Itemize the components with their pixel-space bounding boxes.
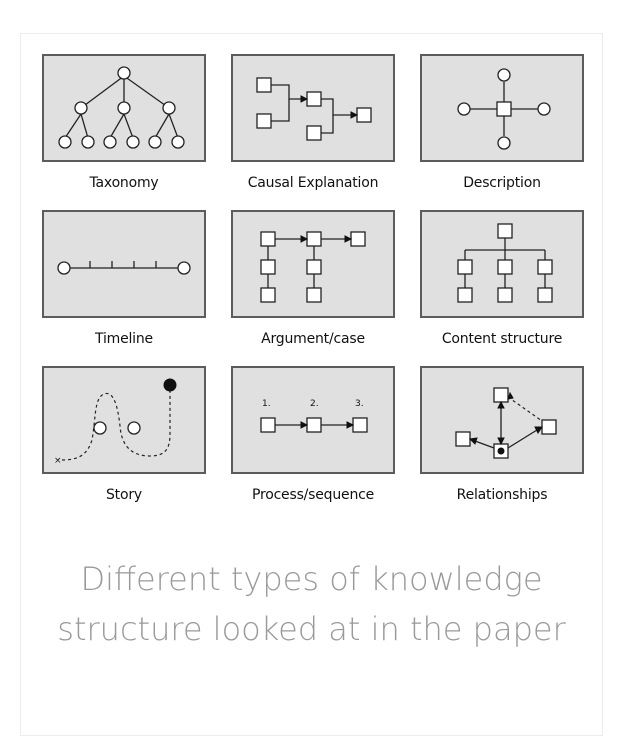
- description-panel: [420, 54, 584, 162]
- step-1-label: 1.: [262, 399, 271, 409]
- step-2-label: 2.: [310, 399, 319, 409]
- argument-case-label: Argument/case: [261, 331, 365, 347]
- timeline-icon: [57, 261, 191, 275]
- process-sequence-icon: 1. 2. 3.: [260, 399, 368, 433]
- timeline-panel: [42, 210, 206, 318]
- caption-line-2: structure looked at in the paper: [57, 609, 566, 648]
- step-3-label: 3.: [355, 399, 364, 409]
- story-label: Story: [106, 487, 142, 503]
- content-structure-label: Content structure: [441, 331, 563, 347]
- process-sequence-label: Process/sequence: [251, 487, 375, 503]
- causal-explanation-panel: [231, 54, 395, 162]
- svg-text:×: ×: [54, 456, 62, 466]
- argument-case-icon: [260, 231, 366, 303]
- causal-explanation-label: Causal Explanation: [247, 175, 379, 191]
- content-structure-panel: [420, 210, 584, 318]
- relationships-label: Relationships: [456, 487, 548, 503]
- taxonomy-panel: [42, 54, 206, 162]
- story-icon: ×: [54, 378, 177, 466]
- relationships-panel: [420, 366, 584, 474]
- timeline-label: Timeline: [95, 331, 153, 347]
- figure-caption: Different types of knowledge structure l…: [20, 555, 603, 654]
- caption-line-1: Different types of knowledge: [80, 560, 543, 598]
- argument-case-panel: [231, 210, 395, 318]
- causal-explanation-icon: [256, 77, 372, 141]
- relationships-icon: [455, 387, 557, 459]
- taxonomy-icon: [58, 66, 185, 149]
- taxonomy-label: Taxonomy: [89, 175, 159, 191]
- content-structure-icon: [457, 223, 553, 303]
- description-label: Description: [463, 175, 541, 191]
- story-panel: ×: [42, 366, 206, 474]
- description-icon: [457, 68, 551, 150]
- process-sequence-panel: 1. 2. 3.: [231, 366, 395, 474]
